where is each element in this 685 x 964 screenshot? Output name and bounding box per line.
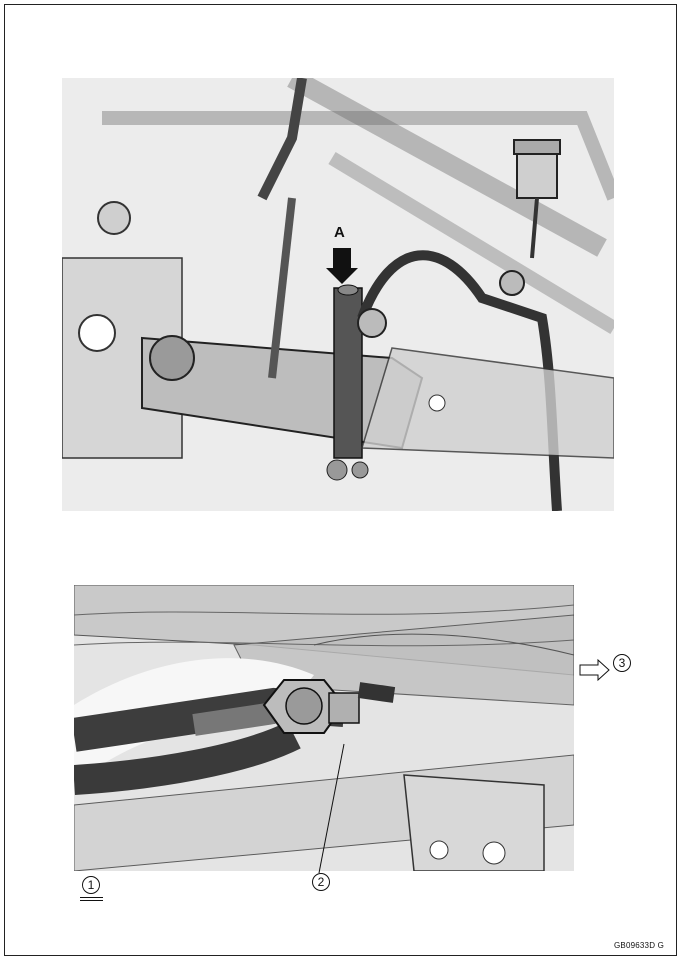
callout-2: 2 bbox=[312, 873, 330, 891]
callout-1-underline bbox=[80, 897, 103, 901]
bottom-illustration bbox=[74, 585, 574, 871]
bottom-illustration-art bbox=[74, 585, 574, 871]
callout-3: 3 bbox=[613, 654, 631, 672]
label-a: A bbox=[334, 224, 345, 241]
top-illustration-art bbox=[62, 78, 614, 511]
callout-2-leader bbox=[318, 743, 345, 874]
callout-1: 1 bbox=[82, 876, 100, 894]
page-border bbox=[4, 4, 677, 956]
direction-arrow-icon bbox=[579, 658, 610, 682]
figure-code: GB09633D G bbox=[614, 941, 665, 950]
top-illustration bbox=[62, 78, 614, 511]
